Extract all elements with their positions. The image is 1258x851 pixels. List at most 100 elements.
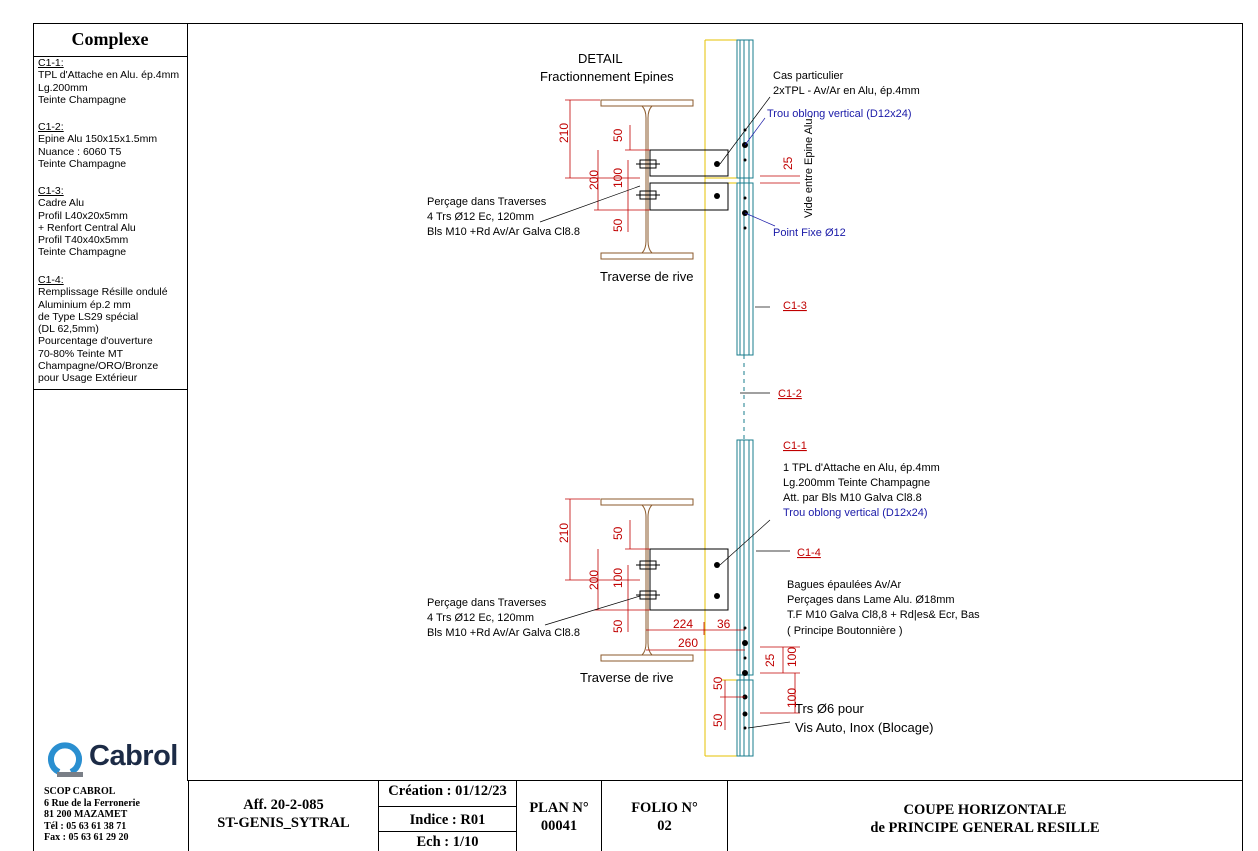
dim-224: 224 xyxy=(673,617,693,631)
dim-25-upper: 25 xyxy=(781,156,795,170)
percage-upper-line2: 4 Trs Ø12 Ec, 120mm xyxy=(427,211,534,223)
spec-head: C1-3: xyxy=(38,185,64,197)
dim-50-upper-b: 50 xyxy=(611,218,625,232)
sidebar-title: Complexe xyxy=(33,23,187,57)
title-block-affaire: Aff. 20-2-085 ST-GENIS_SYTRAL xyxy=(188,780,378,851)
dim-200-upper: 200 xyxy=(587,170,601,190)
traverse-upper xyxy=(600,99,694,260)
plan-value: 00041 xyxy=(540,818,578,834)
spec-line: Profil L40x20x5mm xyxy=(38,209,128,222)
traverse-lower-label: Traverse de rive xyxy=(580,670,673,685)
company-line: 6 Rue de la Ferronerie xyxy=(44,797,140,809)
company-line: SCOP CABROL xyxy=(44,786,116,797)
spec-line: (DL 62,5mm) xyxy=(38,323,99,336)
attach-plate-lower xyxy=(636,548,729,611)
company-logo: Cabrol xyxy=(37,738,187,780)
spec-line: Pourcentage d'ouverture xyxy=(38,335,153,348)
affaire-number: Aff. 20-2-085 xyxy=(243,797,324,813)
leader-lines-blue xyxy=(744,117,776,227)
bagues-note-line1: Bagues épaulées Av/Ar xyxy=(787,579,901,591)
spine-bolts xyxy=(742,128,748,730)
traverse-upper-label: Traverse de rive xyxy=(600,269,693,284)
company-line: 81 200 MAZAMET xyxy=(44,809,128,821)
spec-head: C1-1: xyxy=(38,57,64,69)
tpl-note-line3: Att. par Bls M10 Galva Cl8.8 xyxy=(783,492,922,504)
dim-210-lower: 210 xyxy=(557,523,571,543)
plan-label: PLAN N° xyxy=(529,800,589,816)
sidebar-specs: Complexe C1-1: TPL d'Attache en Alu. ép.… xyxy=(33,23,188,781)
point-fixe: Point Fixe Ø12 xyxy=(773,227,846,239)
trou-oblong-lower: Trou oblong vertical (D12x24) xyxy=(783,507,928,519)
trs-note-line1: Trs Ø6 pour xyxy=(795,701,865,716)
traverse-lower xyxy=(600,498,694,662)
spec-line: Teinte Champagne xyxy=(38,246,127,259)
company-address: SCOP CABROL 6 Rue de la Ferronerie 81 20… xyxy=(44,786,140,844)
percage-upper-line3: Bls M10 +Rd Av/Ar Galva Cl8.8 xyxy=(427,226,580,238)
dim-260: 260 xyxy=(678,636,698,650)
dim-100-lower-right-b: 100 xyxy=(785,688,799,708)
spec-divider xyxy=(33,389,187,390)
dim-100-lower: 100 xyxy=(611,568,625,588)
creation-date: Création : 01/12/23 xyxy=(379,783,516,807)
indice: Indice : R01 xyxy=(379,808,516,832)
leader-lines xyxy=(539,96,791,729)
site-name: ST-GENIS_SYTRAL xyxy=(217,815,350,831)
drawing-title-line1: COUPE HORIZONTALE xyxy=(903,802,1067,818)
bagues-note-line4: ( Principe Boutonnière ) xyxy=(787,625,903,637)
spec-head: C1-4: xyxy=(38,274,64,286)
spec-line: de Type LS29 spécial xyxy=(38,310,139,323)
spec-line: Aluminium ép.2 mm xyxy=(38,298,131,311)
drawing-title-line2: de PRINCIPE GENERAL RESILLE xyxy=(870,820,1100,836)
spec-line: Nuance : 6060 T5 xyxy=(38,145,122,158)
drawing-frame xyxy=(33,23,1243,851)
spec-line: Remplissage Résille ondulé xyxy=(38,286,168,299)
spec-c1-3: C1-3: Cadre Alu Profil L40x20x5mm + Renf… xyxy=(38,185,136,259)
dim-210-upper: 210 xyxy=(557,123,571,143)
trou-oblong-upper: Trou oblong vertical (D12x24) xyxy=(767,108,912,120)
spec-line: Teinte Champagne xyxy=(38,93,127,106)
dim-36: 36 xyxy=(717,617,731,631)
dim-200-lower: 200 xyxy=(587,570,601,590)
spec-line: Champagne/ORO/Bronze xyxy=(38,360,159,373)
cas-particulier-line2: 2xTPL - Av/Ar en Alu, ép.4mm xyxy=(773,85,920,97)
logo-text: Cabrol xyxy=(89,740,178,772)
spec-line: Epine Alu 150x15x1.5mm xyxy=(38,133,158,146)
cabrol-logo-icon xyxy=(48,742,83,777)
dim-50-lower-a: 50 xyxy=(611,526,625,540)
dim-50-lower-b: 50 xyxy=(611,619,625,633)
dim-100-upper: 100 xyxy=(611,168,625,188)
dim-50-lower-c: 50 xyxy=(711,676,725,690)
spec-c1-4: C1-4: Remplissage Résille ondulé Alumini… xyxy=(38,274,168,385)
cas-particulier-line1: Cas particulier xyxy=(773,70,844,82)
company-line: Fax : 05 63 61 29 20 xyxy=(44,832,129,844)
echelle: Ech : 1/10 xyxy=(416,834,479,850)
detail-title: DETAIL xyxy=(578,51,623,66)
dimension-lines xyxy=(565,99,800,730)
spec-line: Profil T40x40x5mm xyxy=(38,234,129,247)
detail-subtitle: Fractionnement Epines xyxy=(540,69,674,84)
spec-head: C1-2: xyxy=(38,121,64,133)
vide-entre-epine: Vide entre Epine Alu. xyxy=(803,115,815,218)
ref-c1-3: C1-3 xyxy=(783,300,807,312)
spine-lower xyxy=(736,439,754,757)
tpl-note-line2: Lg.200mm Teinte Champagne xyxy=(783,477,930,489)
tpl-note-line1: 1 TPL d'Attache en Alu, ép.4mm xyxy=(783,462,940,474)
bagues-note-line2: Perçages dans Lame Alu. Ø18mm xyxy=(787,594,955,606)
percage-upper-line1: Perçage dans Traverses xyxy=(427,196,547,208)
folio-value: 02 xyxy=(657,818,672,834)
spec-c1-1: C1-1: TPL d'Attache en Alu. ép.4mm Lg.20… xyxy=(38,57,179,106)
spec-line: + Renfort Central Alu xyxy=(38,221,136,234)
spec-line: 70-80% Teinte MT xyxy=(38,347,124,360)
title-block-revision: Création : 01/12/23 Indice : R01 Ech : 1… xyxy=(378,780,516,851)
dim-25-lower: 25 xyxy=(763,653,777,667)
attach-plates-upper xyxy=(636,149,729,211)
percage-lower-line3: Bls M10 +Rd Av/Ar Galva Cl8.8 xyxy=(427,627,580,639)
dim-100-lower-right-a: 100 xyxy=(785,647,799,667)
spec-line: Cadre Alu xyxy=(38,197,85,210)
dim-50-lower-d: 50 xyxy=(711,713,725,727)
bagues-note-line3: T.F M10 Galva Cl8,8 + Rd|es& Ecr, Bas xyxy=(787,609,980,621)
company-line: Tél : 05 63 61 38 71 xyxy=(44,820,127,832)
spec-line: pour Usage Extérieur xyxy=(38,372,138,385)
title-block-title: COUPE HORIZONTALE de PRINCIPE GENERAL RE… xyxy=(727,780,1243,851)
